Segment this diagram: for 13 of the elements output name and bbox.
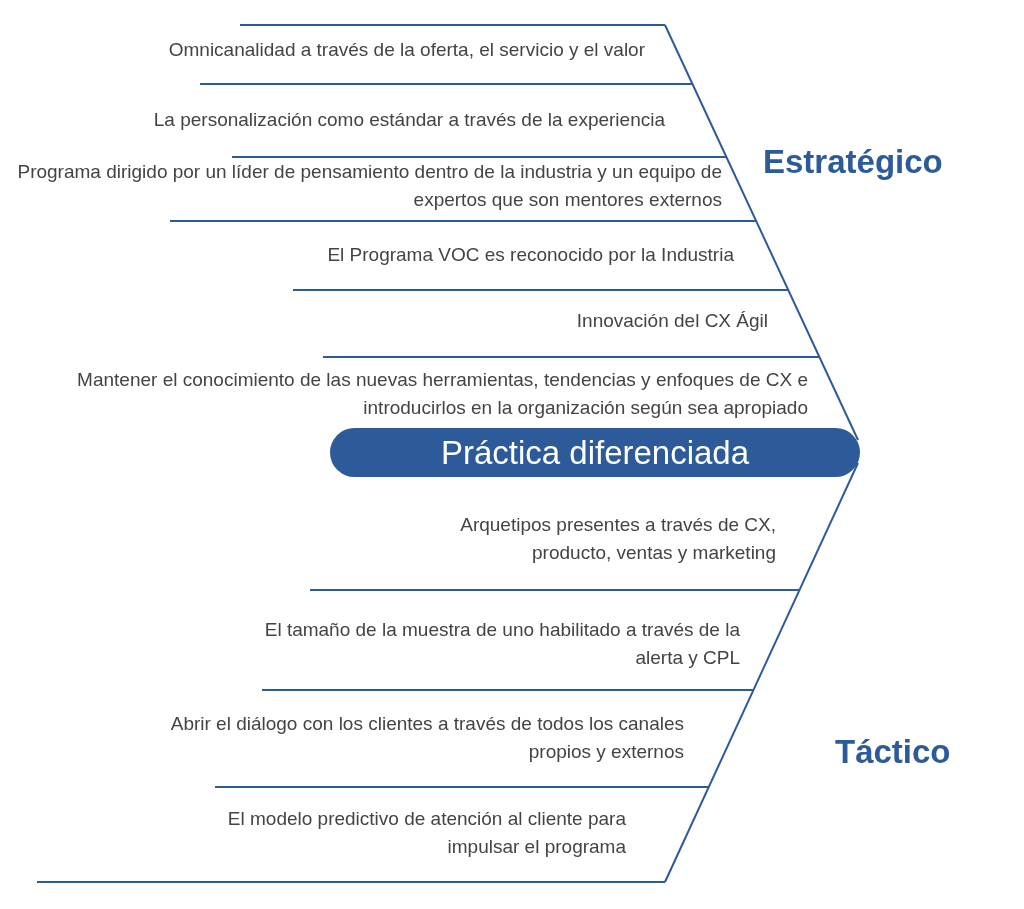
section-heading: Táctico [835, 732, 951, 772]
cause-text: Innovación del CX Ágil [575, 309, 768, 333]
cause-text: La personalización como estándar a través de la experiencia [152, 108, 665, 132]
cause-text: Omnicanalidad a través de la oferta, el servicio y el valor [167, 38, 645, 62]
cause-text: Abrir el diálogo con los clientes a través de todos los canales propios y externos [169, 712, 684, 764]
cause-text: Programa dirigido por un líder de pensamiento dentro de la industria y un equipo de expertos que son mentores externos [16, 160, 722, 212]
cause-text: El tamaño de la muestra de uno habilitado a través de la alerta y CPL [263, 618, 740, 670]
central-pill: Práctica diferenciada [330, 428, 860, 477]
cause-text: Arquetipos presentes a través de CX, producto, ventas y marketing [459, 513, 776, 565]
section-heading: Estratégico [763, 142, 943, 182]
cause-text: Mantener el conocimiento de las nuevas herramientas, tendencias y enfoques de CX e introducirlos en la organización según sea apropiado [76, 368, 808, 420]
cause-text: El modelo predictivo de atención al cliente para impulsar el programa [226, 807, 626, 859]
cause-text: El Programa VOC es reconocido por la Industria [326, 243, 734, 267]
